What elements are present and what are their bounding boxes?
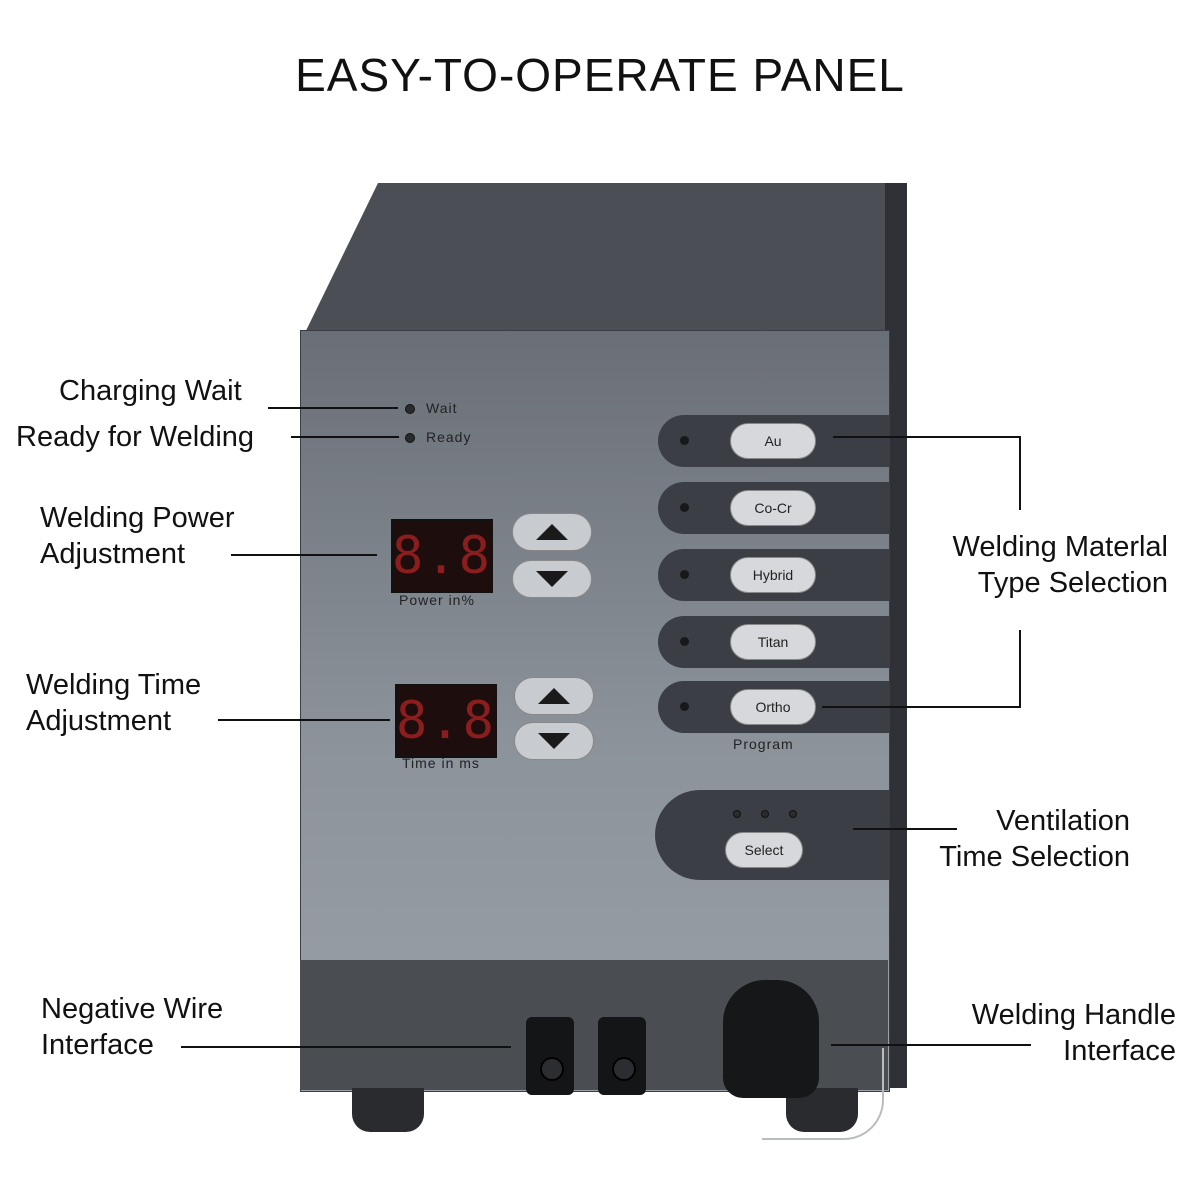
power-display: 8.8 — [391, 519, 493, 593]
material-led — [680, 436, 689, 445]
machine-side-face — [885, 183, 907, 1088]
material-led — [680, 637, 689, 646]
leader-line — [218, 719, 390, 721]
wait-label: Wait — [426, 400, 458, 416]
time-display: 8.8 — [395, 684, 497, 758]
arrow-down-icon — [538, 733, 570, 749]
material-led — [680, 702, 689, 711]
callout-time-line2: Adjustment — [26, 705, 172, 737]
power-down-button[interactable] — [512, 560, 592, 598]
material-button-au[interactable]: Au — [730, 423, 816, 459]
material-led — [680, 570, 689, 579]
port-cap-cord — [762, 1048, 884, 1140]
leader-line — [853, 828, 957, 830]
material-led — [680, 503, 689, 512]
material-row-hybrid: Hybrid — [658, 549, 890, 601]
arrow-down-icon — [536, 571, 568, 587]
time-caption: Time in ms — [402, 755, 480, 771]
material-button-titan[interactable]: Titan — [730, 624, 816, 660]
wait-led — [405, 404, 415, 414]
program-label: Program — [733, 736, 794, 752]
negative-wire-socket-2[interactable] — [598, 1017, 646, 1095]
ready-label: Ready — [426, 429, 472, 445]
ventilation-select-strip: Select — [655, 790, 889, 880]
socket-hole — [540, 1057, 564, 1081]
material-row-co-cr: Co-Cr — [658, 482, 890, 534]
callout-handle-line2: Interface — [1063, 1035, 1176, 1067]
arrow-up-icon — [538, 688, 570, 704]
machine-top-face — [300, 183, 900, 343]
material-row-titan: Titan — [658, 616, 890, 668]
leader-line — [822, 706, 1021, 708]
leader-line — [268, 407, 398, 409]
leader-line — [833, 436, 1021, 438]
callout-negative-line2: Interface — [41, 1029, 154, 1061]
page-title: EASY-TO-OPERATE PANEL — [295, 49, 905, 101]
power-caption: Power in% — [399, 592, 475, 608]
leader-line — [291, 436, 399, 438]
callout-ventilation-line2: Time Selection — [939, 841, 1130, 873]
callout-material-line1: Welding Materlal — [952, 531, 1168, 563]
callout-ready-for-welding: Ready for Welding — [16, 421, 255, 453]
leader-line — [1019, 630, 1021, 708]
time-down-button[interactable] — [514, 722, 594, 760]
callout-time-line1: Welding Time — [26, 669, 202, 701]
material-button-co-cr[interactable]: Co-Cr — [730, 490, 816, 526]
arrow-up-icon — [536, 524, 568, 540]
leader-line — [831, 1044, 1031, 1046]
leader-line — [231, 554, 377, 556]
leader-line — [1019, 436, 1021, 510]
callout-charging-wait: Charging Wait — [59, 375, 242, 407]
ready-led — [405, 433, 415, 443]
callout-power-line1: Welding Power — [40, 502, 235, 534]
material-button-hybrid[interactable]: Hybrid — [730, 557, 816, 593]
vent-led-2 — [761, 810, 769, 818]
callout-material-line2: Type Selection — [977, 567, 1168, 599]
material-row-au: Au — [658, 415, 890, 467]
callout-handle-line1: Welding Handle — [971, 999, 1176, 1031]
callout-ventilation-line1: Ventilation — [996, 805, 1130, 837]
select-button[interactable]: Select — [725, 832, 803, 868]
vent-led-1 — [733, 810, 741, 818]
time-up-button[interactable] — [514, 677, 594, 715]
material-button-ortho[interactable]: Ortho — [730, 689, 816, 725]
callout-power-line2: Adjustment — [40, 538, 186, 570]
socket-hole — [612, 1057, 636, 1081]
vent-led-3 — [789, 810, 797, 818]
leader-line — [181, 1046, 511, 1048]
negative-wire-socket-1[interactable] — [526, 1017, 574, 1095]
callout-negative-line1: Negative Wire — [41, 993, 224, 1025]
power-up-button[interactable] — [512, 513, 592, 551]
foot-left — [352, 1088, 424, 1132]
